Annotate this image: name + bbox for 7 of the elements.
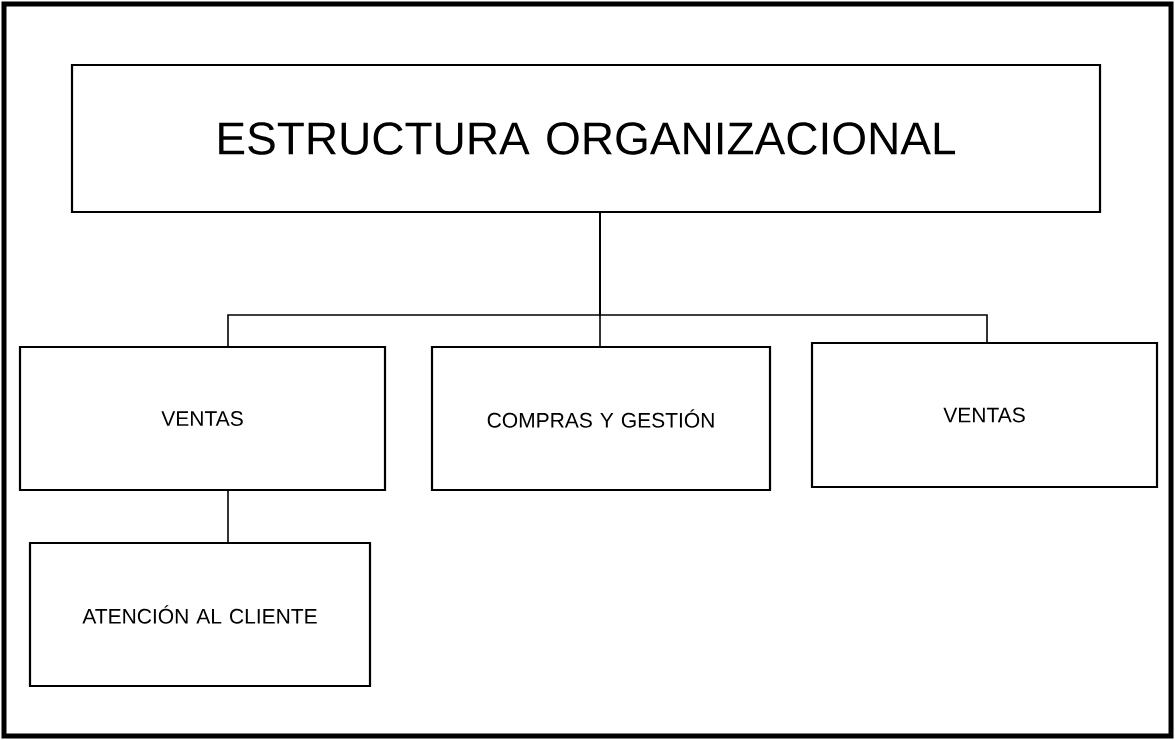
connector-line xyxy=(227,489,229,544)
org-box: VENTAS xyxy=(18,345,387,492)
org-box: COMPRAS Y GESTIÓN xyxy=(430,345,772,492)
connector-line xyxy=(599,211,988,344)
title-box: ESTRUCTURA ORGANIZACIONAL xyxy=(70,63,1102,214)
org-box: ATENCIÓN AL CLIENTE xyxy=(28,541,372,688)
org-box: VENTAS xyxy=(810,341,1159,489)
